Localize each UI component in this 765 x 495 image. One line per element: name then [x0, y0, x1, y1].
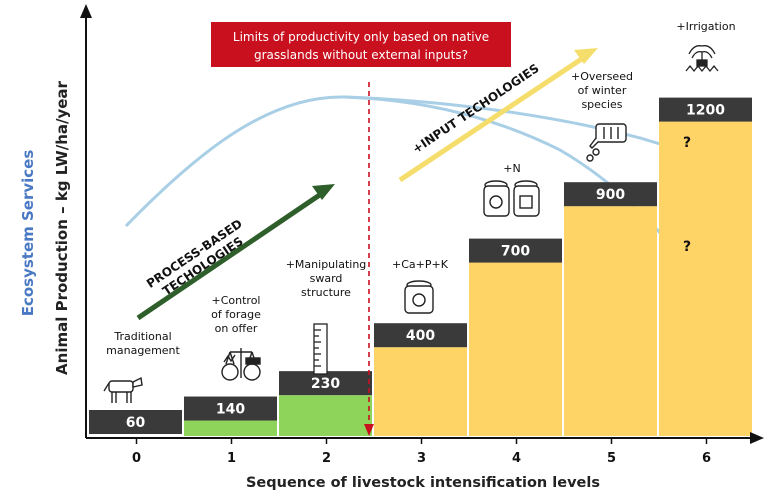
level-description: +N: [503, 162, 520, 175]
level-description: of forage: [211, 308, 261, 321]
bar: [469, 262, 562, 436]
seeder-icon: [586, 123, 627, 162]
level-description: species: [581, 98, 622, 111]
x-tick-label: 5: [607, 451, 616, 466]
bar-value-label: 140: [216, 402, 245, 418]
bar: [659, 121, 752, 436]
callout-line-1: Limits of productivity only based on nat…: [233, 30, 489, 44]
bar-value-label: 900: [596, 187, 625, 203]
bar-value-box: [279, 371, 372, 396]
question-mark-1: ?: [683, 135, 691, 151]
bar-value-box: [659, 97, 752, 122]
level-description: of winter: [578, 84, 627, 97]
x-tick-label: 0: [132, 451, 141, 466]
bar-value-box: [469, 238, 562, 263]
ruler-icon: [313, 323, 328, 375]
bar-value-label: 700: [501, 244, 530, 260]
scale-icon: [221, 348, 261, 381]
x-tick-label: 6: [702, 451, 711, 466]
fertilizer-bag-icon: [404, 280, 434, 314]
bar: [279, 395, 372, 436]
cow-icon: [103, 376, 143, 403]
secondary-axis-label: Ecosystem Services: [19, 150, 37, 317]
x-tick-label: 2: [322, 451, 331, 466]
bar-value-box: [564, 182, 657, 207]
bar-value-box: [374, 323, 467, 348]
bar-value-box: [89, 410, 182, 434]
process-arrowhead: [312, 184, 335, 200]
level-description: Traditional: [113, 330, 171, 343]
level-description: on offer: [215, 322, 258, 335]
fertilizer-bags-icon: [483, 180, 540, 217]
y-axis-label: Animal Production – kg LW/ha/year: [53, 80, 71, 374]
sprinkler-icon: [685, 45, 719, 73]
bar-value-label: 400: [406, 328, 435, 344]
x-axis-arrowhead: [750, 432, 764, 444]
x-tick-label: 1: [227, 451, 236, 466]
callout-line-2: grasslands without external inputs?: [254, 48, 468, 62]
bar-value-label: 60: [126, 415, 146, 431]
input-arrow: [398, 53, 588, 183]
bar-value-box: [184, 396, 277, 421]
bar-value-label: 1200: [686, 103, 725, 119]
level-description: +Ca+P+K: [392, 258, 449, 271]
bar: [564, 206, 657, 436]
input-label: +INPUT TECHOLOGIES: [410, 61, 542, 156]
x-axis-label: Sequence of livestock intensification le…: [246, 475, 600, 491]
level-description: sward: [310, 272, 343, 285]
level-description: +Control: [212, 294, 261, 307]
question-mark-2: ?: [683, 239, 691, 255]
y-axis-arrowhead: [80, 4, 92, 18]
x-tick-label: 4: [512, 451, 521, 466]
level-description: structure: [301, 286, 351, 299]
input-arrowhead: [574, 48, 598, 64]
level-description: +Irrigation: [676, 20, 735, 33]
x-tick-label: 3: [417, 451, 426, 466]
level-description: management: [106, 344, 180, 357]
level-description: +Overseed: [571, 70, 633, 83]
threshold-arrowhead: [364, 424, 374, 436]
callout-box: [211, 22, 511, 67]
bar: [374, 347, 467, 436]
process-arrow: [136, 189, 326, 321]
level-description: +Manipulating: [286, 258, 367, 271]
bar-value-label: 230: [311, 376, 340, 392]
bar: [184, 420, 277, 436]
